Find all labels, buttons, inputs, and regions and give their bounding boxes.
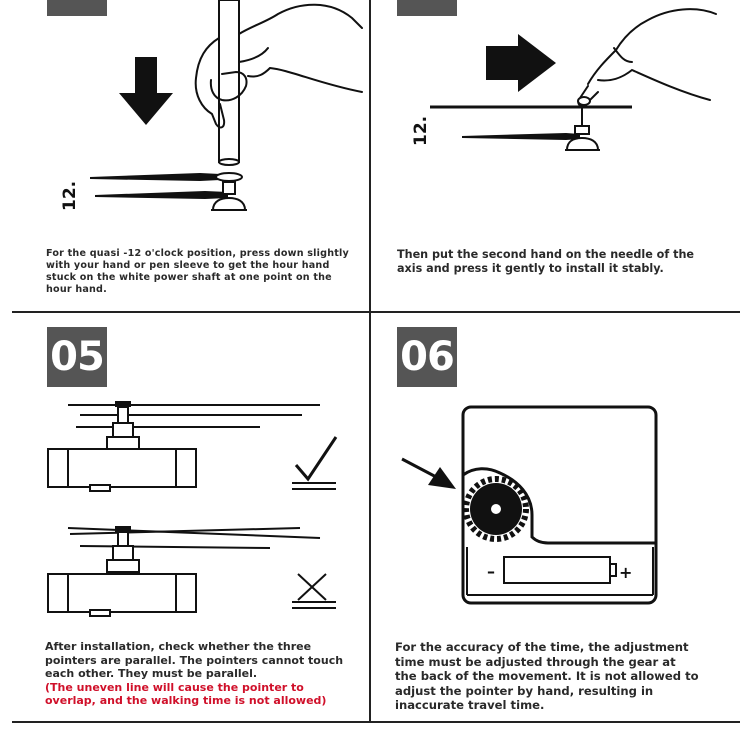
hour-hand	[90, 173, 220, 181]
incorrect-x-icon	[297, 573, 327, 601]
vertical-divider-top	[369, 0, 371, 312]
horizontal-divider	[12, 311, 740, 313]
hand-icon	[194, 3, 363, 129]
press-down-arrow-icon	[119, 57, 173, 125]
adjustment-gear-icon	[463, 476, 529, 542]
movement-body	[47, 448, 197, 488]
step-06-caption: For the accuracy of the time, the adjust…	[395, 640, 699, 713]
step-03-illustration: 12.	[60, 0, 363, 211]
step-badge-06: 06	[397, 327, 457, 387]
movement-base	[565, 136, 600, 151]
dial-12-label: 12.	[411, 116, 431, 146]
movement-body	[47, 573, 197, 613]
step-05-caption-text: After installation, check whether the th…	[45, 640, 344, 680]
dial-12-label: 12.	[60, 181, 80, 211]
step-badge-03: 03	[47, 0, 107, 16]
step-04-caption: Then put the second hand on the needle o…	[397, 248, 695, 275]
vertical-divider-bottom	[369, 312, 371, 722]
minute-hand	[462, 133, 580, 140]
step-05-warning: (The uneven line will cause the pointer …	[45, 680, 327, 708]
step-04-illustration: 12.	[411, 8, 717, 151]
step-05-incorrect-illustration	[47, 526, 336, 617]
battery	[503, 556, 611, 584]
hand-icon	[577, 8, 717, 107]
battery-minus-label: –	[487, 562, 495, 581]
step-03-caption: For the quasi -12 o'clock position, pres…	[46, 248, 349, 295]
gear-pointer-arrow-icon	[428, 467, 456, 489]
step-05-correct-illustration	[47, 401, 338, 492]
hour-hand-hub	[215, 172, 243, 182]
step-badge-04: 04	[397, 0, 457, 16]
minute-hand	[95, 191, 228, 199]
step-06-illustration: – +	[401, 405, 658, 605]
correct-check-icon	[294, 436, 338, 482]
step-badge-05: 05	[47, 327, 107, 387]
movement-base	[211, 196, 247, 211]
battery-plus-label: +	[619, 563, 632, 582]
pen-sleeve	[218, 0, 240, 163]
bottom-divider	[12, 721, 740, 723]
push-right-arrow-icon	[486, 34, 556, 92]
step-05-caption: After installation, check whether the th…	[45, 640, 345, 708]
